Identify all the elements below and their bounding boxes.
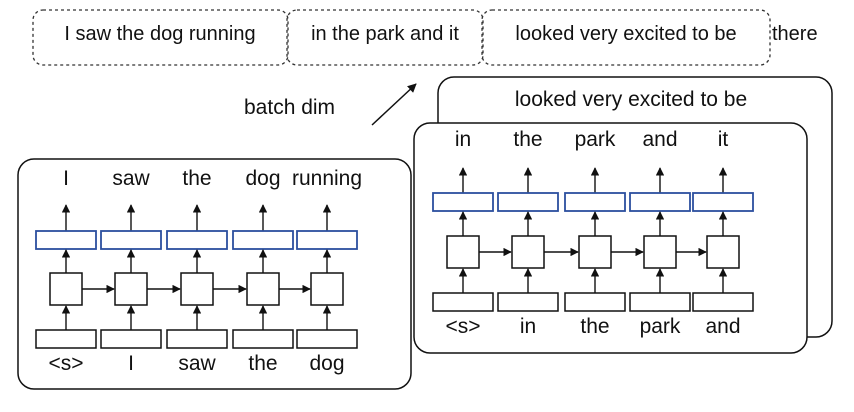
input-embedding-box — [296, 329, 358, 349]
output-projection-box — [497, 192, 559, 212]
output-token: I — [63, 167, 69, 190]
input-token: <s> — [48, 352, 83, 375]
output-projection-box — [692, 192, 754, 212]
segment-text-4: there — [772, 23, 818, 45]
input-token: <s> — [445, 315, 480, 338]
output-projection-box — [232, 230, 294, 250]
hidden-state-cell — [511, 235, 545, 269]
input-token: the — [248, 352, 277, 375]
input-embedding-box — [629, 292, 691, 312]
input-embedding-box — [564, 292, 626, 312]
hidden-state-cell — [643, 235, 677, 269]
hidden-state-cell — [310, 272, 344, 306]
input-token: saw — [178, 352, 216, 375]
output-projection-box — [432, 192, 494, 212]
output-token: the — [513, 128, 542, 151]
input-token: I — [128, 352, 134, 375]
output-projection-box — [35, 230, 97, 250]
segment-text-1: I saw the dog running — [64, 23, 255, 45]
input-token: in — [520, 315, 536, 338]
output-token: saw — [112, 167, 150, 190]
output-projection-box — [629, 192, 691, 212]
input-token: the — [580, 315, 609, 338]
hidden-state-cell — [114, 272, 148, 306]
input-token: and — [705, 315, 740, 338]
input-embedding-box — [166, 329, 228, 349]
input-embedding-box — [497, 292, 559, 312]
panel-back-header: looked very excited to be — [515, 88, 747, 111]
input-token: dog — [309, 352, 344, 375]
input-embedding-box — [232, 329, 294, 349]
output-token: park — [575, 128, 616, 151]
hidden-state-cell — [180, 272, 214, 306]
output-projection-box — [296, 230, 358, 250]
output-token: it — [718, 128, 729, 151]
hidden-state-cell — [578, 235, 612, 269]
output-token: and — [642, 128, 677, 151]
output-token: dog — [245, 167, 280, 190]
input-embedding-box — [692, 292, 754, 312]
segment-box-2 — [286, 9, 484, 66]
input-embedding-box — [432, 292, 494, 312]
batch-dim-arrow — [371, 83, 417, 126]
output-projection-box — [564, 192, 626, 212]
input-token: park — [640, 315, 681, 338]
input-embedding-box — [35, 329, 97, 349]
segment-box-3 — [481, 9, 771, 66]
output-token: in — [455, 128, 471, 151]
output-projection-box — [100, 230, 162, 250]
output-token: the — [182, 167, 211, 190]
segment-text-3: looked very excited to be — [515, 23, 736, 45]
hidden-state-cell — [706, 235, 740, 269]
panel-middle-network: in <s> the in park the and park it and — [432, 128, 754, 338]
input-embedding-box — [100, 329, 162, 349]
sentence-segments: I saw the dog running in the park and it… — [32, 9, 818, 66]
hidden-state-cell — [446, 235, 480, 269]
segment-text-2: in the park and it — [311, 23, 459, 45]
hidden-state-cell — [246, 272, 280, 306]
batch-dim-label: batch dim — [244, 96, 335, 119]
output-projection-box — [166, 230, 228, 250]
output-token: running — [292, 167, 362, 190]
hidden-state-cell — [49, 272, 83, 306]
